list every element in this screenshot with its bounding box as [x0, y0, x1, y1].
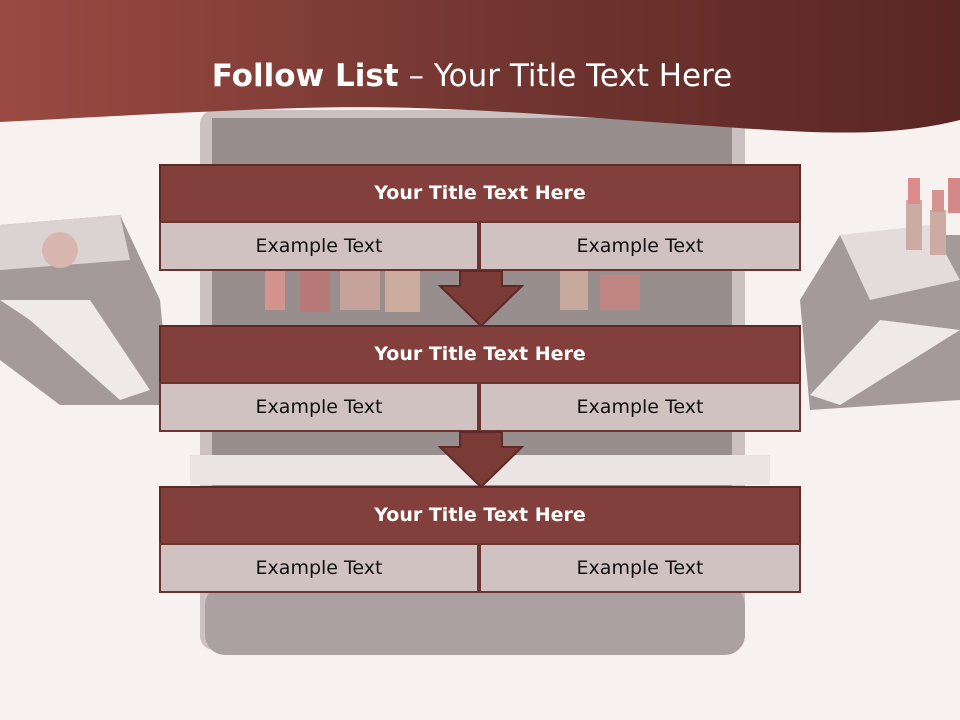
- step-cell-right: Example Text: [479, 221, 801, 271]
- step-block-1: Your Title Text Here Example Text Exampl…: [159, 164, 801, 271]
- title-bold-part: Follow List: [211, 58, 399, 94]
- step-block-3: Your Title Text Here Example Text Exampl…: [159, 486, 801, 593]
- title-rest-part: – Your Title Text Here: [398, 58, 733, 94]
- step-cell-right: Example Text: [479, 543, 801, 593]
- step-title: Your Title Text Here: [159, 164, 801, 223]
- step-cell-left: Example Text: [159, 543, 479, 593]
- step-cell-left: Example Text: [159, 221, 479, 271]
- down-arrow-icon: [438, 270, 524, 328]
- step-cell-right: Example Text: [479, 382, 801, 432]
- step-cell-left: Example Text: [159, 382, 479, 432]
- step-title: Your Title Text Here: [159, 325, 801, 384]
- slide-title: Follow List – Your Title Text Here: [0, 56, 944, 96]
- step-block-2: Your Title Text Here Example Text Exampl…: [159, 325, 801, 432]
- step-title: Your Title Text Here: [159, 486, 801, 545]
- down-arrow-icon: [438, 431, 524, 489]
